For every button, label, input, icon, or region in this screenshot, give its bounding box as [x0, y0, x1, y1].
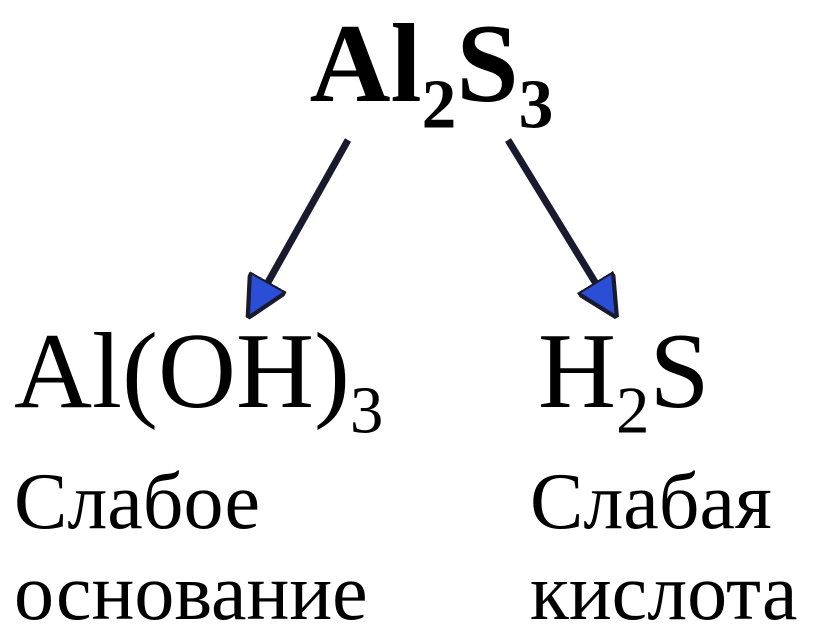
- arrow-right: [505, 138, 606, 300]
- acid-label-line1: Слабая: [530, 458, 772, 546]
- acid-formula-element-s: S: [649, 312, 710, 431]
- base-formula-subscript: 3: [349, 373, 384, 448]
- base-label-line2: основание: [14, 549, 368, 637]
- acid-label-line2: кислота: [530, 549, 798, 637]
- base-formula-main: Al(OH): [14, 312, 350, 431]
- acid-formula: H2S: [538, 318, 710, 444]
- reactant-element-al: Al: [309, 2, 422, 126]
- acid-formula-element-h: H: [538, 312, 616, 431]
- base-label-line1: Слабое: [14, 458, 260, 546]
- reactant-formula: Al2S3: [0, 8, 819, 140]
- arrow-left: [258, 138, 352, 300]
- reactant-subscript-al: 2: [421, 66, 457, 144]
- reactant-element-s: S: [456, 2, 519, 126]
- acid-formula-subscript: 2: [616, 373, 650, 448]
- base-formula: Al(OH)3: [14, 318, 383, 444]
- reactant-subscript-s: 3: [518, 66, 554, 144]
